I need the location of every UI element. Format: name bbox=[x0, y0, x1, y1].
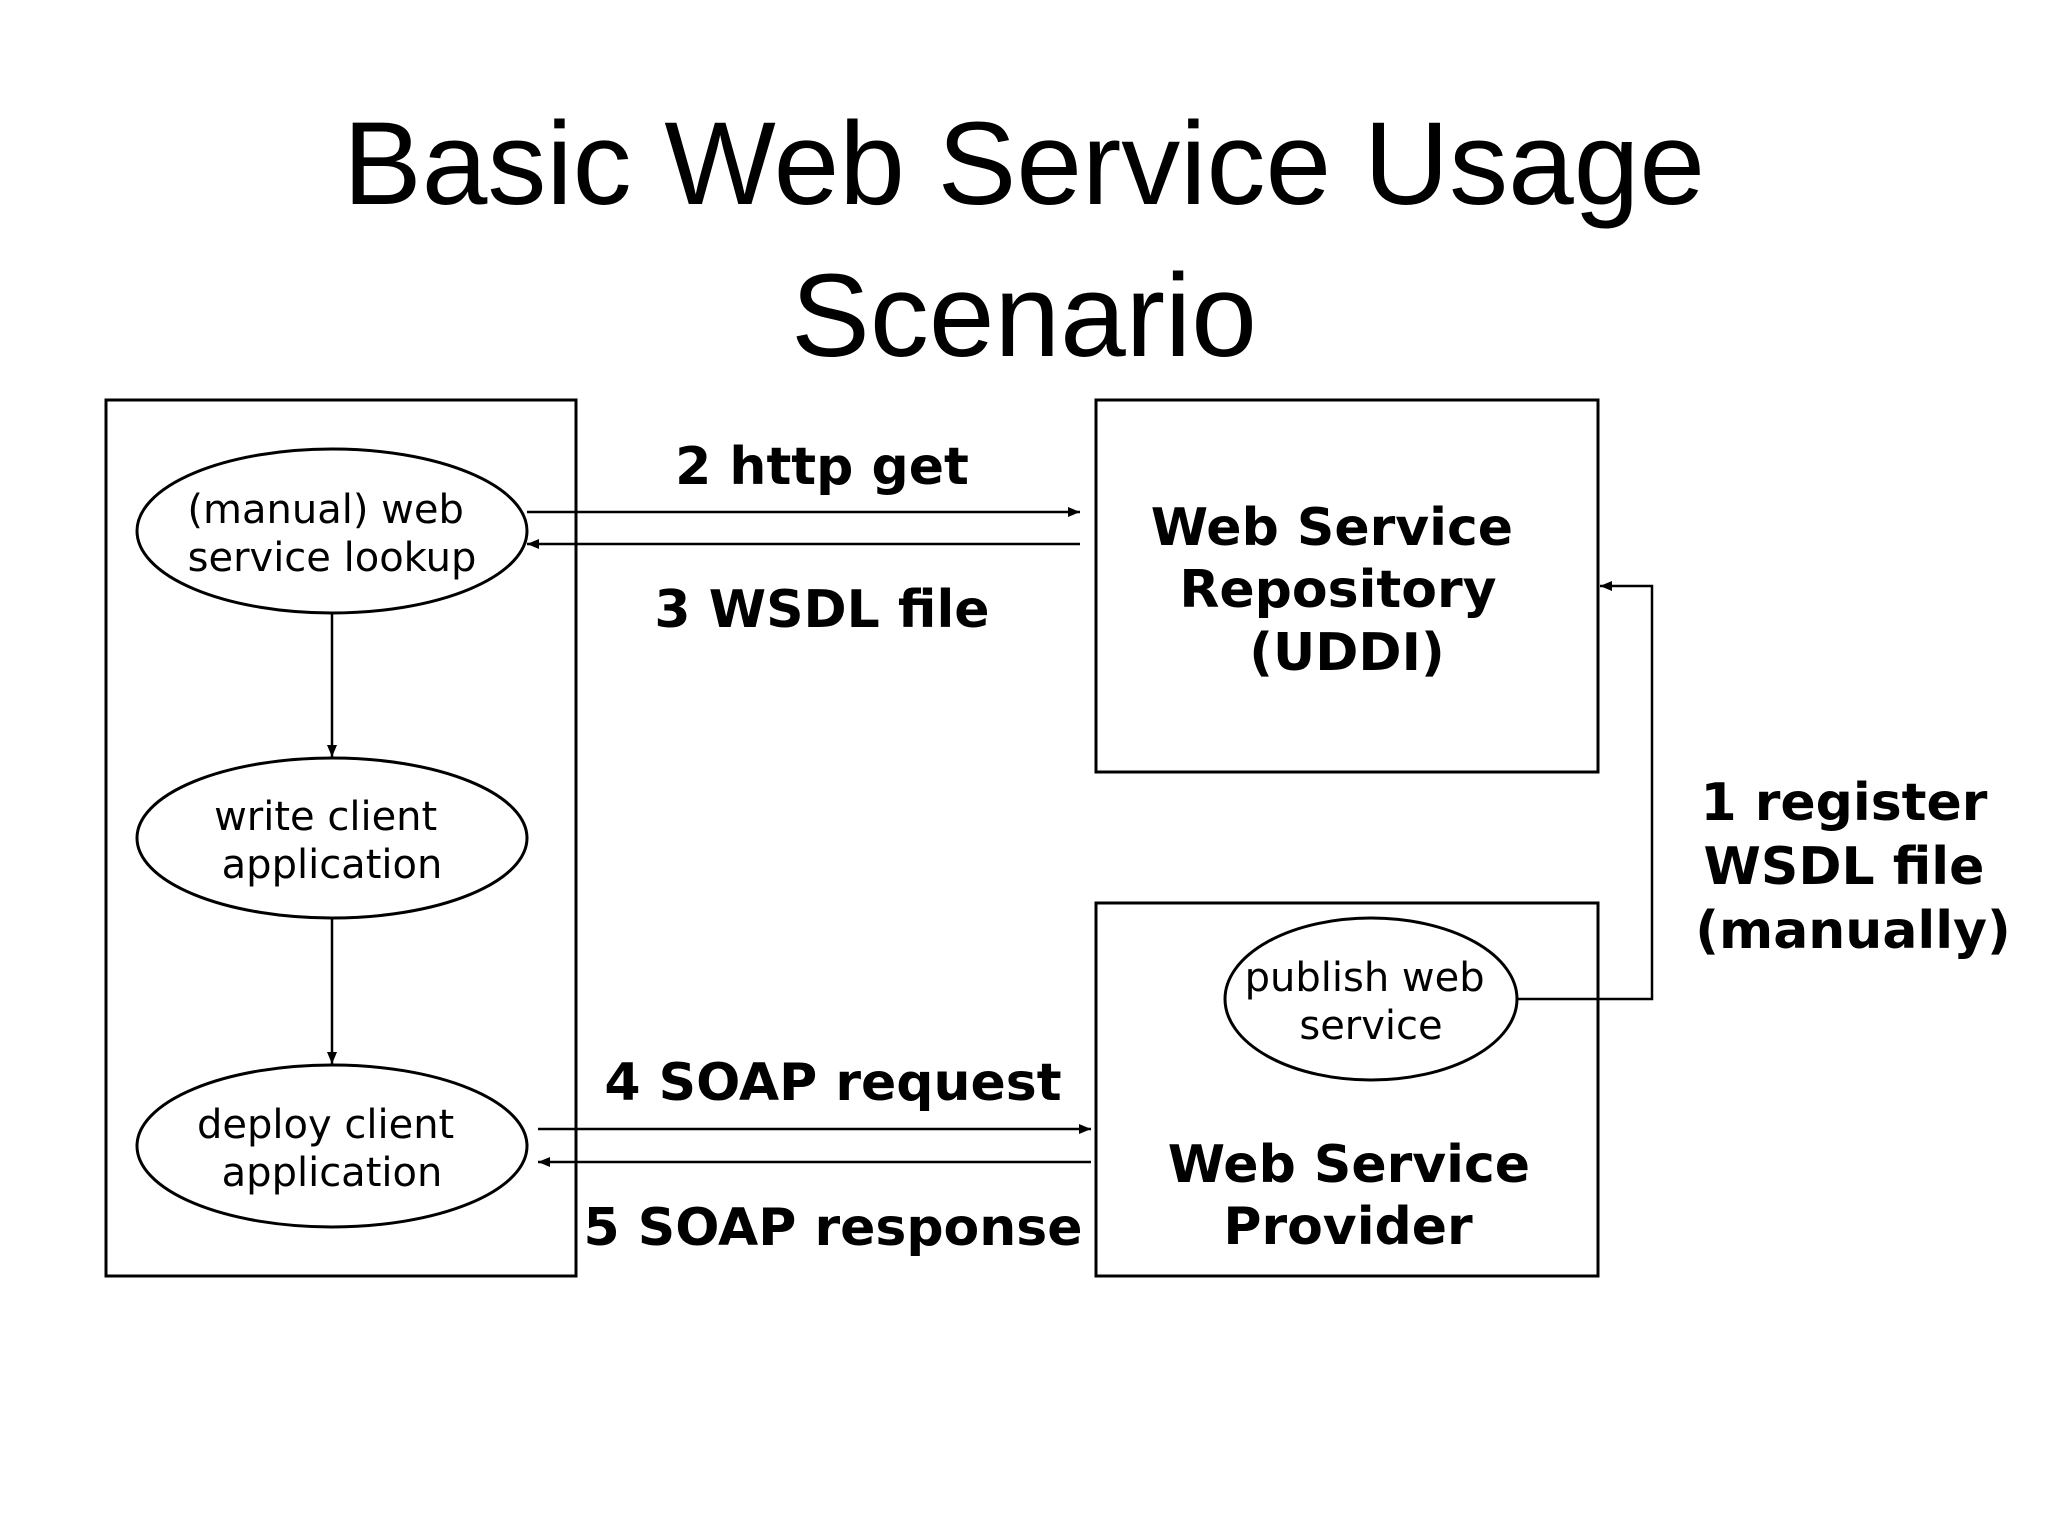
deploy-line-2: application bbox=[222, 1150, 443, 1196]
svg-text:write client application: write client application bbox=[214, 794, 450, 888]
deploy-client-node: deploy client application bbox=[135, 1063, 529, 1229]
write-client-node: write client application bbox=[135, 756, 529, 920]
title-line-1: Basic Web Service Usage bbox=[343, 98, 1705, 230]
repository-line-3: (UDDI) bbox=[1249, 623, 1444, 683]
lookup-line-2: service lookup bbox=[188, 535, 477, 581]
register-line-1: 1 register bbox=[1700, 773, 1987, 833]
http-get-label: 2 http get bbox=[675, 437, 969, 497]
svg-text:1 register WSDL file (: 1 register WSDL file (manually) bbox=[1695, 773, 2010, 961]
svg-text:publish web service: publish web service bbox=[1245, 955, 1498, 1049]
repository-line-2: Repository bbox=[1179, 560, 1496, 620]
lookup-node: (manual) web service lookup bbox=[135, 447, 529, 615]
publish-line-2: service bbox=[1299, 1003, 1442, 1049]
soap-request-label: 4 SOAP request bbox=[604, 1053, 1061, 1113]
provider-line-2: Provider bbox=[1223, 1197, 1473, 1257]
repository-line-1: Web Service bbox=[1151, 498, 1513, 558]
lookup-line-1: (manual) web bbox=[187, 487, 463, 533]
publish-node: publish web service bbox=[1223, 916, 1519, 1082]
register-line-2: WSDL file bbox=[1704, 837, 1985, 897]
register-arrow bbox=[1517, 581, 1654, 1001]
register-line-3: (manually) bbox=[1695, 901, 2010, 961]
svg-text:Web Service Provider: Web Service Provider bbox=[1168, 1135, 1548, 1257]
svg-text:deploy client applicatio: deploy client application bbox=[197, 1102, 467, 1196]
publish-line-1: publish web bbox=[1245, 955, 1485, 1001]
repository-box: Web Service Repository (UDDI) bbox=[1094, 398, 1600, 774]
deploy-line-1: deploy client bbox=[197, 1102, 454, 1148]
provider-line-1: Web Service bbox=[1168, 1135, 1530, 1195]
wsdl-file-label: 3 WSDL file bbox=[654, 580, 989, 640]
write-line-2: application bbox=[222, 842, 443, 888]
svg-text:(manual) web service loo: (manual) web service lookup bbox=[187, 487, 476, 581]
page-title: Basic Web Service Usage Scenario bbox=[0, 88, 2048, 392]
write-line-1: write client bbox=[214, 794, 437, 840]
soap-response-label: 5 SOAP response bbox=[583, 1198, 1082, 1258]
svg-text:Web Service Repository: Web Service Repository (UDDI) bbox=[1151, 498, 1531, 683]
title-line-2: Scenario bbox=[791, 250, 1257, 382]
